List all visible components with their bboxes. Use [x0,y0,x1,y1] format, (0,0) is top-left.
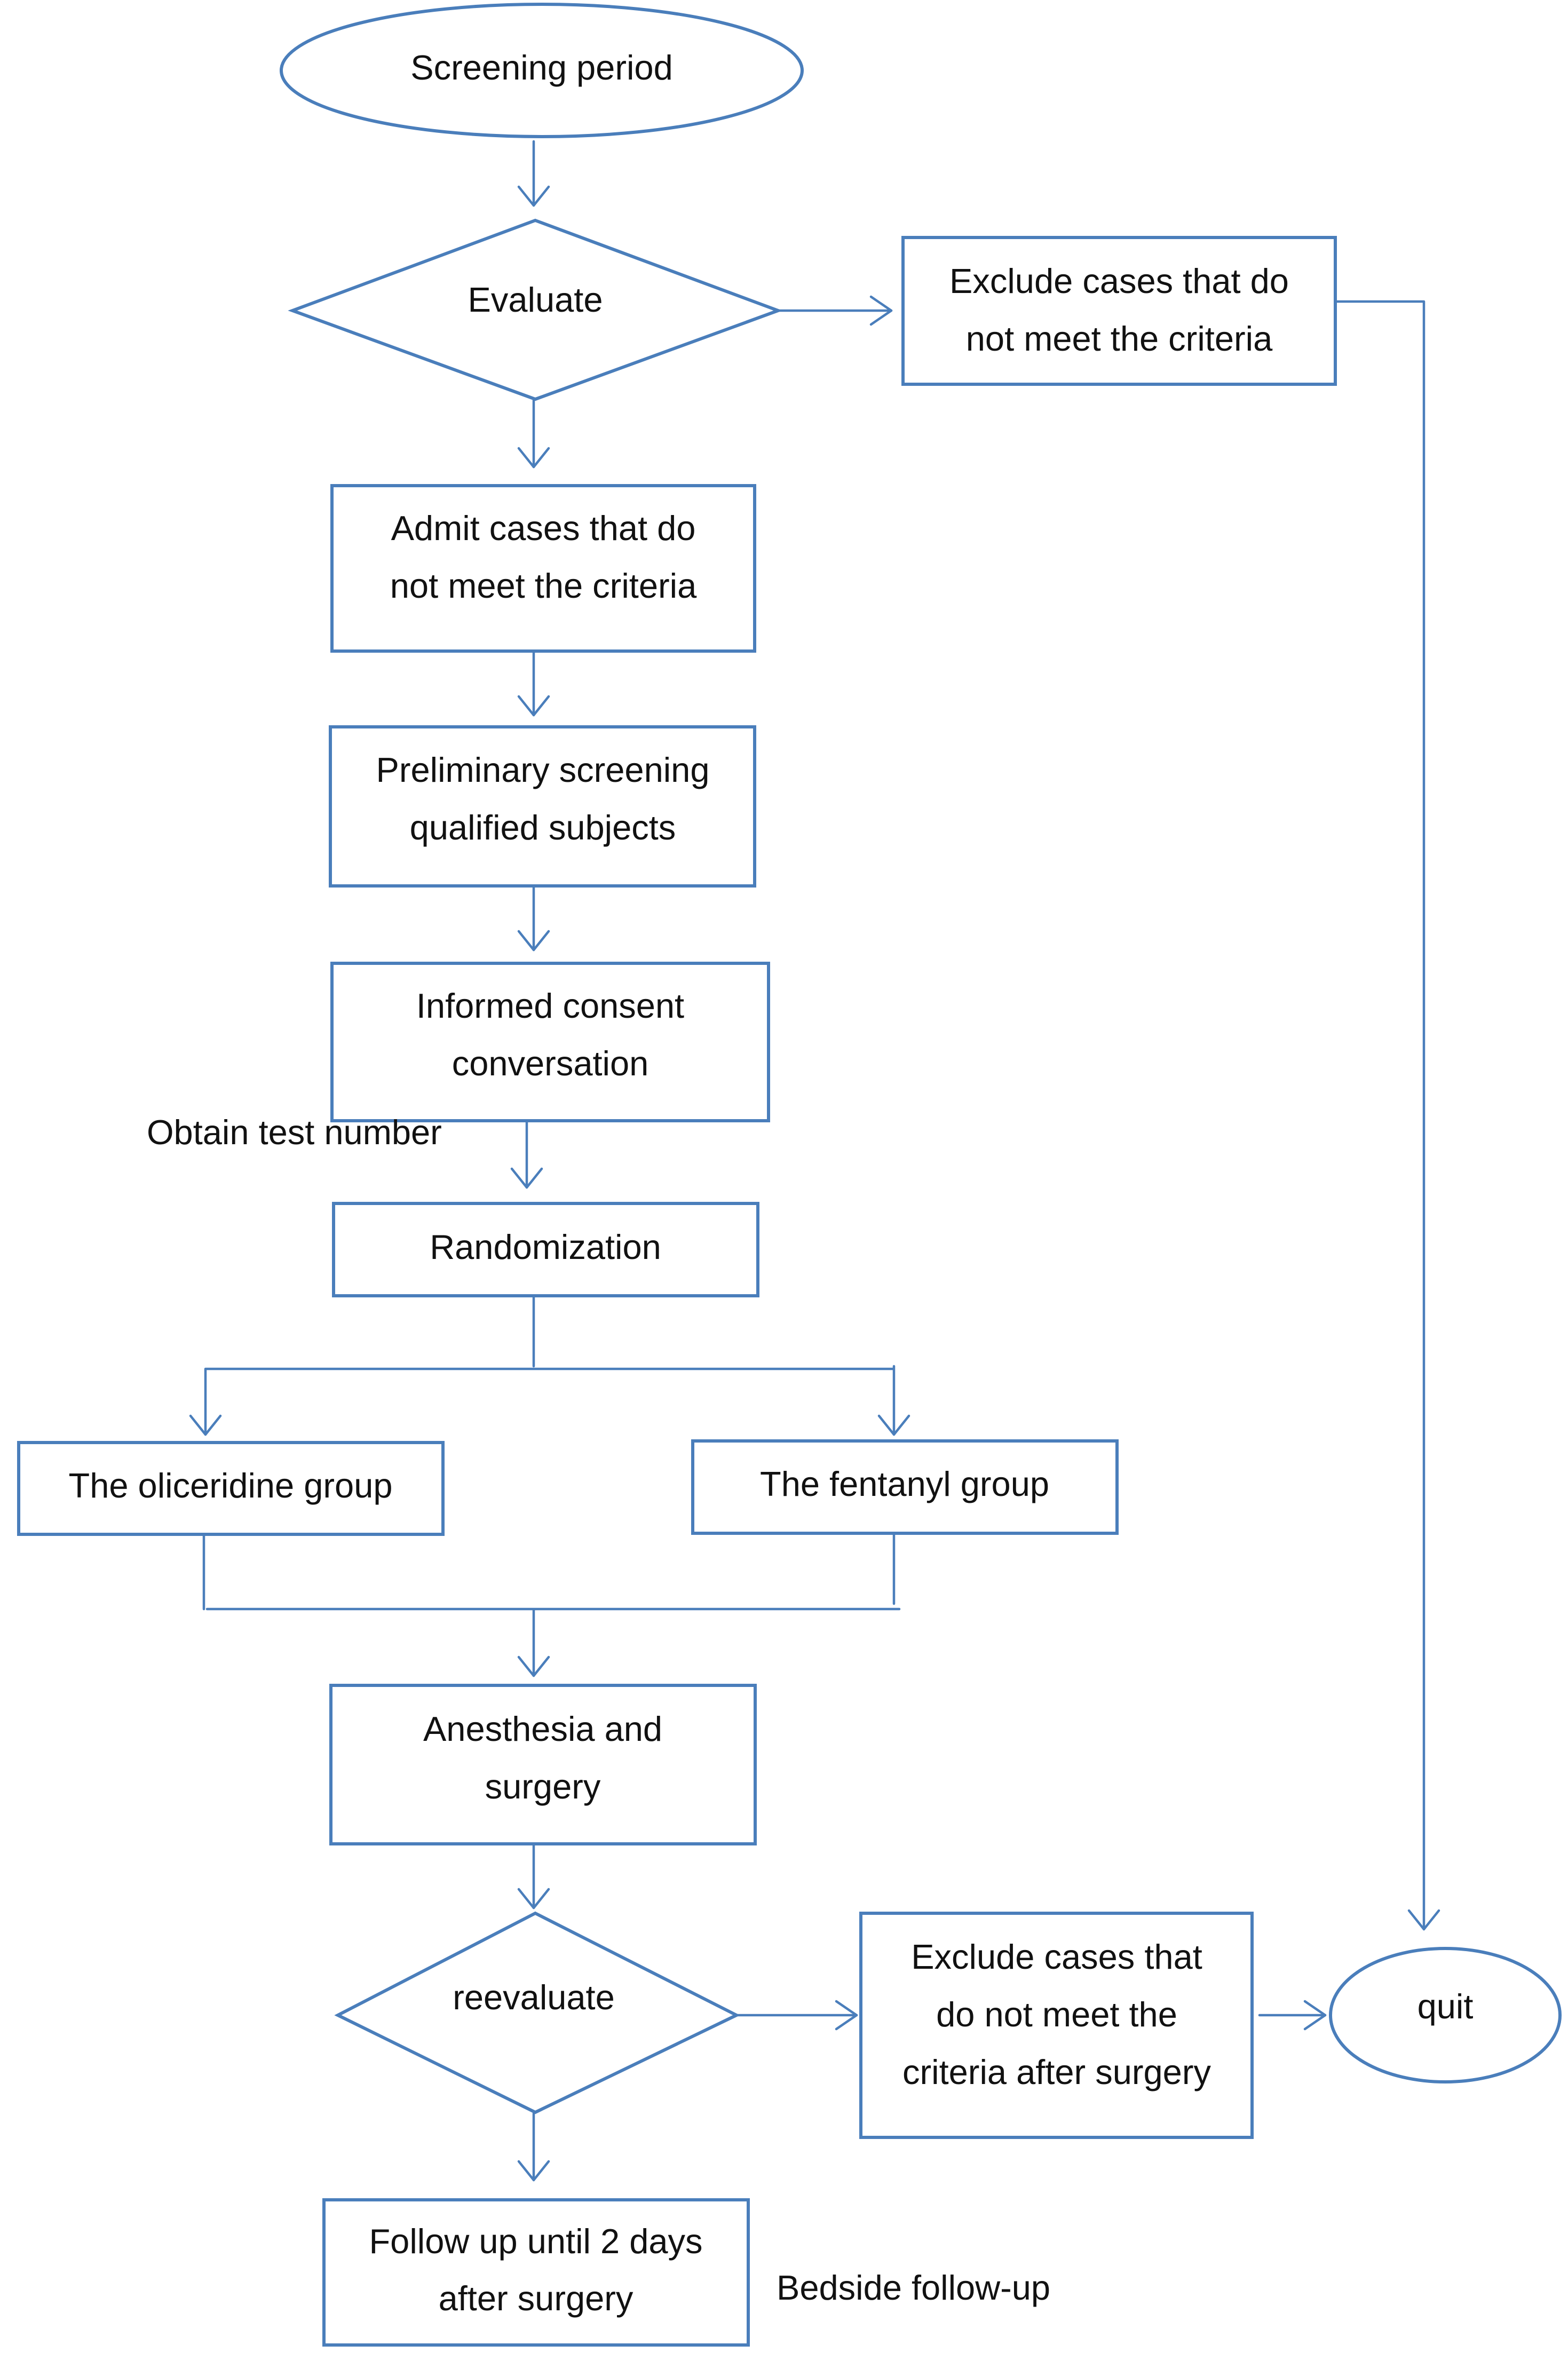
obtain-test-number-label: Obtain test number [147,1113,442,1152]
node-label-line-2: qualified subjects [410,808,676,847]
bedside-follow-up-label: Bedside follow-up [777,2268,1050,2307]
arrowhead [517,695,550,717]
arrowhead [1407,1909,1440,1931]
node-label: Screening period [410,48,672,87]
node-label: Randomization [430,1227,661,1266]
node-randomization: Randomization [332,1202,759,1297]
node-label-line-1: Follow up until 2 days [369,2222,702,2261]
node-quit: quit [1329,1947,1562,2083]
arrowhead [517,185,550,207]
arrowhead [835,2000,858,2031]
node-label-line-2: do not meet the [936,1995,1177,2034]
node-reevaluate: reevaluate [334,1911,740,2114]
node-label: The fentanyl group [760,1464,1049,1503]
node-admit-cases: Admit cases that do not meet the criteri… [330,484,756,653]
node-label-line-1: Informed consent [416,986,684,1025]
arrowhead [517,1655,550,1677]
node-label-line-2: after surgery [439,2279,633,2318]
connectors [189,140,1440,2182]
node-label-line-1: Anesthesia and [423,1709,662,1748]
node-screening-period: Screening period [280,3,804,138]
line-groups-merge [202,1532,901,1677]
node-oliceridine-group: The oliceridine group [17,1441,445,1536]
node-label: Evaluate [468,280,603,319]
node-evaluate: Evaluate [288,218,783,401]
node-informed-consent: Informed consent conversation [330,962,770,1122]
arrowhead [877,1414,910,1436]
node-fentanyl-group: The fentanyl group [691,1439,1119,1535]
arrowhead [517,447,550,469]
line-randomization-split [204,1294,896,1436]
arrowhead [510,1167,543,1189]
node-exclude-criteria: Exclude cases that do not meet the crite… [901,236,1337,386]
arrowhead [869,295,893,326]
node-label: The oliceridine group [68,1466,392,1505]
arrowhead [189,1414,222,1436]
node-label: quit [1417,1987,1474,2026]
arrowhead [517,1888,550,1910]
node-label-line-1: Exclude cases that [911,1937,1202,1976]
node-label-line-3: criteria after surgery [902,2053,1211,2091]
arrowhead [517,930,550,952]
node-label-line-1: Admit cases that do [391,509,696,548]
arrowhead [517,2160,550,2182]
node-label-line-2: not meet the criteria [390,566,697,605]
node-label-line-1: Exclude cases that do [949,262,1289,300]
node-label-line-1: Preliminary screening [376,750,710,789]
arrowhead [1303,2000,1327,2031]
node-label-line-2: conversation [452,1044,649,1083]
node-label: reevaluate [453,1978,615,2017]
node-label-line-2: surgery [485,1767,601,1806]
node-preliminary-screening: Preliminary screening qualified subjects [329,725,756,888]
line-exclude-to-quit [1334,300,1426,1931]
node-anesthesia-surgery: Anesthesia and surgery [329,1684,757,1845]
node-exclude-after-surgery: Exclude cases that do not meet the crite… [859,1912,1254,2139]
node-label-line-2: not meet the criteria [966,319,1273,358]
node-follow-up: Follow up until 2 days after surgery [322,2198,750,2347]
